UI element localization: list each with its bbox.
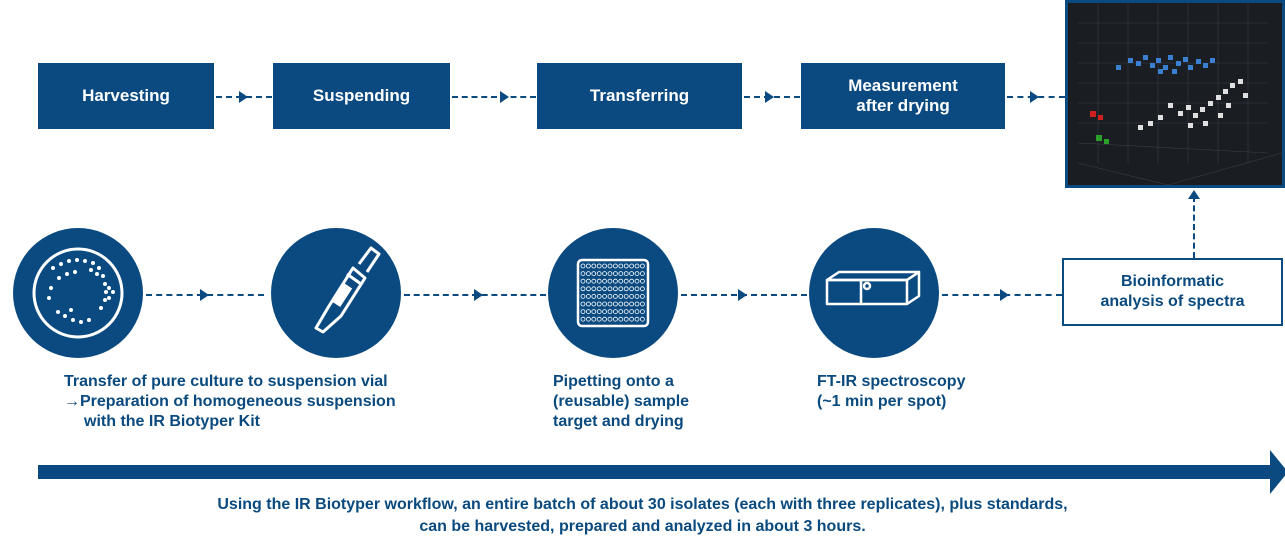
analysis-box: Bioinformatic analysis of spectra bbox=[1062, 258, 1283, 326]
step-label: Measurement bbox=[848, 76, 958, 95]
caption-line: (reusable) sample bbox=[553, 393, 690, 410]
caption-line: (~1 min per spot) bbox=[817, 393, 947, 410]
sample-plate-icon bbox=[576, 258, 650, 328]
caption-transfer: Transfer of pure culture to suspension v… bbox=[64, 372, 396, 432]
arrow-up-icon bbox=[1188, 190, 1200, 199]
arrow-icon bbox=[474, 289, 483, 301]
caption-line: target and drying bbox=[553, 413, 684, 430]
pipette-circle bbox=[271, 228, 401, 358]
caption-ftir: FT-IR spectroscopy (~1 min per spot) bbox=[817, 372, 965, 412]
step-suspending: Suspending bbox=[273, 63, 450, 129]
step-label: Suspending bbox=[312, 86, 411, 105]
step-label: Transferring bbox=[589, 86, 690, 105]
scatter-graphic bbox=[1077, 3, 1283, 186]
arrow-icon bbox=[239, 91, 248, 103]
footer-line: can be harvested, prepared and analyzed … bbox=[419, 518, 866, 535]
connector-vertical bbox=[1193, 196, 1195, 258]
arrow-icon bbox=[765, 91, 774, 103]
arrow-icon bbox=[1030, 91, 1039, 103]
connector bbox=[452, 96, 536, 98]
timeline-bar bbox=[38, 465, 1278, 479]
step-label: Harvesting bbox=[82, 86, 170, 105]
footer-line: Using the IR Biotyper workflow, an entir… bbox=[217, 496, 1068, 513]
caption-line: →Preparation of homogeneous suspension bbox=[64, 393, 396, 410]
pipette-tube-icon bbox=[314, 246, 381, 334]
analysis-label: Bioinformatic bbox=[1120, 273, 1225, 290]
step-label: after drying bbox=[856, 96, 950, 115]
spectrometer-icon bbox=[825, 270, 921, 306]
timeline-arrow-icon bbox=[1270, 450, 1285, 494]
arrow-icon bbox=[500, 91, 509, 103]
spectrometer-circle bbox=[809, 228, 939, 358]
step-transferring: Transferring bbox=[537, 63, 742, 129]
petri-dish-circle bbox=[13, 228, 143, 358]
arrow-icon bbox=[738, 289, 747, 301]
arrow-icon bbox=[1000, 289, 1009, 301]
arrow-icon bbox=[200, 289, 209, 301]
petri-dish-icon bbox=[32, 247, 124, 339]
caption-line: Pipetting onto a bbox=[553, 373, 674, 390]
sample-plate-circle bbox=[548, 228, 678, 358]
cluster-plot-image bbox=[1065, 0, 1285, 188]
analysis-label: analysis of spectra bbox=[1100, 293, 1245, 310]
caption-line: with the IR Biotyper Kit bbox=[84, 413, 260, 430]
caption-pipetting: Pipetting onto a (reusable) sample targe… bbox=[553, 372, 689, 432]
caption-line: FT-IR spectroscopy bbox=[817, 373, 966, 390]
step-harvesting: Harvesting bbox=[38, 63, 214, 129]
caption-line: Transfer of pure culture to suspension v… bbox=[64, 373, 388, 390]
footer-text: Using the IR Biotyper workflow, an entir… bbox=[0, 494, 1285, 538]
step-measurement: Measurement after drying bbox=[801, 63, 1005, 129]
